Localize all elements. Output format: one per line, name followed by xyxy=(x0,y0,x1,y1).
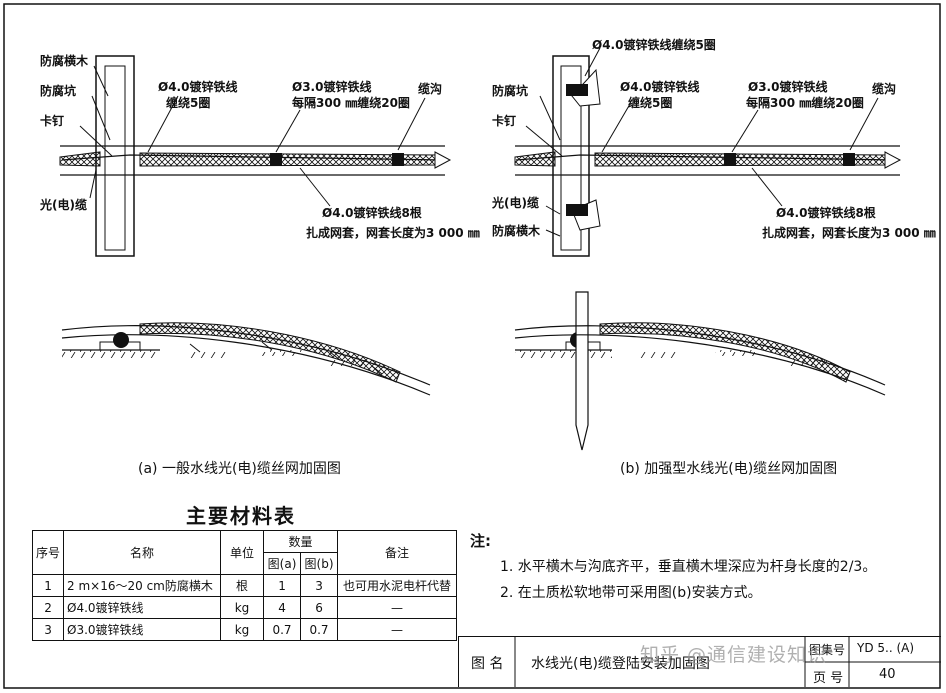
note-item: 1. 水平横木与沟底齐平，垂直横木埋深应为杆身长度的2/3。 xyxy=(500,559,877,575)
figure-a-plan-view xyxy=(59,55,452,257)
material-table-title: 主要材料表 xyxy=(186,504,296,528)
note-item: 2. 在土质松软地带可采用图(b)安装方式。 xyxy=(500,585,762,601)
label-a-pit: 防腐坑 xyxy=(40,84,77,98)
label-a-clamp-nail: 卡钉 xyxy=(40,114,65,128)
label-b-clamp-nail: 卡钉 xyxy=(492,114,517,128)
atlas-no: YD 5.. (A) xyxy=(857,641,915,655)
cell-remark: 也可用水泥电杆代替 xyxy=(337,574,458,597)
drawing-name-label: 图 名 xyxy=(471,656,504,672)
watermark: 知乎 @通信建设知识 xyxy=(640,644,828,666)
cell-qty-a: 1 xyxy=(263,574,302,597)
material-table: 序号 名称 单位 数量 备注 图(a) 图(b) 1 2 m×16～20 cm防… xyxy=(31,530,458,641)
cell-name: Ø3.0镀锌铁线 xyxy=(63,618,222,641)
binding-block xyxy=(724,153,736,166)
th-unit: 单位 xyxy=(220,530,265,575)
drawing-name: 水线光(电)缆登陆安装加固图 xyxy=(531,656,710,672)
cell-qty-a: 4 xyxy=(263,596,302,619)
label-a-wire40x8: Ø4.0镀锌铁线8根 xyxy=(322,206,422,220)
caption-figure-a: (a) 一般水线光(电)缆丝网加固图 xyxy=(138,461,341,477)
page-no: 40 xyxy=(879,667,896,682)
label-b-wire40: Ø4.0镀锌铁线 xyxy=(620,80,700,94)
caption-figure-b: (b) 加强型水线光(电)缆丝网加固图 xyxy=(620,461,838,477)
label-b-net-length: 扎成网套，网套长度为3 000 ㎜ xyxy=(762,226,936,240)
label-b-crosswood: 防腐横木 xyxy=(492,224,541,238)
atlas-no-label: 图集号 xyxy=(809,643,846,657)
cell-unit: 根 xyxy=(220,574,265,597)
binding-block xyxy=(843,153,855,166)
label-b-wire30: Ø3.0镀锌铁线 xyxy=(748,80,828,94)
notes-section: 注: 1. 水平横木与沟底齐平，垂直横木埋深应为杆身长度的2/3。 2. 在土质… xyxy=(470,528,876,606)
label-b-trench: 缆沟 xyxy=(872,82,897,96)
table-row: 1 2 m×16～20 cm防腐横木 根 1 3 也可用水泥电杆代替 xyxy=(31,574,458,597)
cell-unit: kg xyxy=(220,618,265,641)
cell-no: 3 xyxy=(31,618,65,641)
page-border xyxy=(3,3,941,689)
label-b-wire40-wrap: 缠绕5圈 xyxy=(628,96,673,110)
label-a-crosswood: 防腐横木 xyxy=(40,54,89,68)
label-b-wire40x8: Ø4.0镀锌铁线8根 xyxy=(776,206,876,220)
figure-a-side-view xyxy=(61,322,431,396)
label-a-trench: 缆沟 xyxy=(418,82,443,96)
cell-no: 2 xyxy=(31,596,65,619)
cell-qty-b: 3 xyxy=(300,574,339,597)
notes-heading: 注: xyxy=(470,532,491,550)
cell-name: 2 m×16～20 cm防腐横木 xyxy=(63,574,222,597)
label-a-wire30-wrap: 每隔300 ㎜缠绕20圈 xyxy=(292,96,410,110)
label-a-cable: 光(电)缆 xyxy=(40,198,87,212)
cell-remark: — xyxy=(337,596,458,619)
table-row: 2 Ø4.0镀锌铁线 kg 4 6 — xyxy=(31,596,458,619)
label-a-wire40-wrap: 缠绕5圈 xyxy=(166,96,211,110)
label-b-cable: 光(电)缆 xyxy=(492,196,539,210)
cell-name: Ø4.0镀锌铁线 xyxy=(63,596,222,619)
page-no-label: 页 号 xyxy=(813,671,844,686)
label-a-wire30: Ø3.0镀锌铁线 xyxy=(292,80,372,94)
label-a-net-length: 扎成网套，网套长度为3 000 ㎜ xyxy=(306,226,480,240)
th-no: 序号 xyxy=(31,530,65,575)
cell-unit: kg xyxy=(220,596,265,619)
th-qty-b: 图(b) xyxy=(300,552,339,575)
cell-no: 1 xyxy=(31,574,65,597)
binding-block xyxy=(392,153,404,166)
binding-block xyxy=(270,153,282,166)
th-quantity: 数量 xyxy=(263,530,339,553)
title-block-grid xyxy=(514,637,941,687)
label-a-wire40: Ø4.0镀锌铁线 xyxy=(158,80,238,94)
label-b-pit: 防腐坑 xyxy=(492,84,529,98)
th-remark: 备注 xyxy=(337,530,458,575)
figure-b-side-view xyxy=(514,291,886,451)
label-b-wire40-top: Ø4.0镀锌铁线缠绕5圈 xyxy=(592,38,716,52)
cell-remark: — xyxy=(337,618,458,641)
cell-qty-b: 6 xyxy=(300,596,339,619)
cell-qty-a: 0.7 xyxy=(263,618,302,641)
figure-b-plan-view xyxy=(514,47,902,257)
label-b-wire30-wrap: 每隔300 ㎜缠绕20圈 xyxy=(746,96,864,110)
th-name: 名称 xyxy=(63,530,222,575)
cell-qty-b: 0.7 xyxy=(300,618,339,641)
th-qty-a: 图(a) xyxy=(263,552,302,575)
table-row: 3 Ø3.0镀锌铁线 kg 0.7 0.7 — xyxy=(31,618,458,641)
title-block: 图 名 水线光(电)缆登陆安装加固图 图集号 YD 5.. (A) 页 号 40 xyxy=(458,636,941,687)
